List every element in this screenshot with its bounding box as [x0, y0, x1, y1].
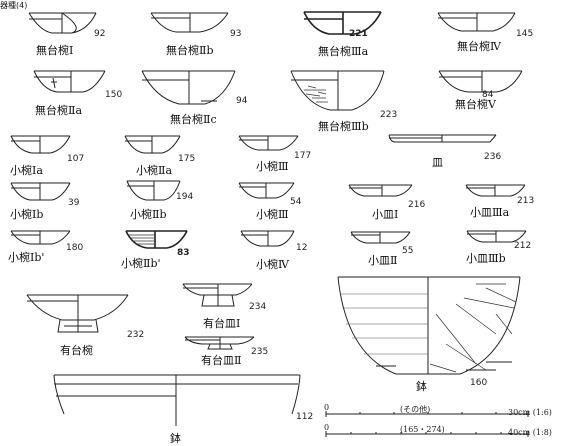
fig-number: 180	[66, 243, 84, 253]
type-label: 小椀Ⅲ	[256, 160, 289, 173]
type-label: 無台椀Ⅱb	[166, 44, 214, 57]
fig-number: 150	[105, 90, 123, 100]
type-label: 小皿Ⅲb	[466, 252, 506, 265]
type-label: 無台椀Ⅰ	[36, 44, 74, 57]
footed-plate-profile-235	[184, 334, 256, 352]
type-label: 小椀Ⅰb	[10, 208, 44, 221]
small-bowl-profile-39	[10, 180, 72, 204]
bowl-profile-84	[438, 68, 524, 96]
large-bowl-profile-112	[52, 372, 302, 430]
fig-number: 55	[402, 246, 414, 256]
fig-number: 54	[290, 197, 302, 207]
type-label: 小椀Ⅳ	[256, 258, 289, 271]
type-label: 有台椀	[60, 344, 93, 357]
scale-end: 30cm (1:6)	[508, 408, 552, 417]
type-label: 皿	[432, 156, 443, 169]
fig-number: 234	[249, 302, 267, 312]
type-label: 無台椀Ⅳ	[457, 40, 501, 53]
large-bowl-profile-160	[336, 274, 522, 386]
fig-number: 84	[482, 90, 494, 100]
type-label: 小皿Ⅱ	[368, 254, 398, 267]
type-label: 小皿Ⅲa	[470, 206, 510, 219]
plate-profile-236	[388, 132, 498, 148]
type-label: 有台皿Ⅱ	[201, 354, 242, 367]
type-label: 無台椀Ⅱc	[170, 113, 217, 126]
type-label: 有台皿Ⅰ	[203, 317, 241, 330]
type-label: 無台椀Ⅱa	[35, 104, 83, 117]
small-plate-profile-212	[466, 228, 528, 246]
type-label: 小皿Ⅰ	[372, 208, 399, 221]
fig-number: 235	[251, 347, 269, 357]
small-bowl-profile-194	[126, 178, 182, 204]
scale-bars	[324, 400, 558, 442]
type-label: 小椀Ⅰb'	[8, 251, 45, 264]
footed-plate-profile-234	[182, 280, 254, 310]
fig-number: 112	[296, 412, 314, 422]
fig-number: 92	[94, 29, 106, 39]
small-bowl-profile-54	[238, 180, 296, 202]
fig-number: 83	[177, 248, 190, 258]
fig-number: 216	[408, 200, 426, 210]
small-bowl-profile-12	[240, 228, 296, 250]
bowl-profile-145	[437, 10, 517, 36]
fig-number: 213	[517, 196, 535, 206]
footed-bowl-profile-232	[26, 292, 130, 336]
fig-number: 221	[349, 29, 368, 39]
fig-number: 232	[127, 330, 145, 340]
type-label: 小椀Ⅰa	[10, 164, 43, 177]
type-label: 小椀Ⅲ	[256, 208, 289, 221]
bowl-profile-223	[290, 68, 386, 114]
small-plate-profile-55	[350, 229, 412, 247]
type-label: 小椀Ⅱb'	[121, 257, 161, 270]
type-label: 無台椀Ⅴ	[455, 98, 496, 111]
fig-number: 93	[230, 29, 242, 39]
fig-number: 160	[470, 378, 488, 388]
type-label: 小椀Ⅱb	[130, 208, 167, 221]
fig-number: 94	[236, 96, 248, 106]
scale-zero: 0	[324, 403, 330, 412]
fig-number: 39	[68, 198, 80, 208]
bowl-profile-94	[141, 68, 237, 108]
scale-label: (165・274)	[400, 425, 445, 434]
bowl-profile-150	[33, 68, 107, 96]
bowl-profile-221	[303, 9, 383, 37]
small-bowl-profile-83	[125, 228, 189, 252]
type-label: 小椀Ⅱa	[136, 164, 173, 177]
bowl-profile-93	[150, 10, 230, 36]
fig-number: 177	[294, 151, 312, 161]
scale-label: (その他)	[400, 405, 431, 414]
fig-number: 236	[484, 152, 502, 162]
type-label: 無台椀Ⅲb	[318, 120, 369, 133]
fig-number: 107	[67, 154, 85, 164]
fig-number: 12	[296, 243, 308, 253]
figure-header: 器種(4)	[0, 1, 28, 10]
small-bowl-profile-180	[10, 228, 72, 248]
type-label: 無台椀Ⅲa	[318, 45, 369, 58]
type-label: 鉢	[170, 432, 181, 445]
small-bowl-profile-175	[124, 133, 182, 157]
fig-number: 145	[516, 29, 534, 39]
small-bowl-profile-177	[238, 133, 300, 153]
fig-number: 175	[178, 154, 196, 164]
fig-number: 194	[176, 192, 194, 202]
small-plate-profile-216	[348, 182, 414, 200]
bowl-profile-92	[28, 10, 98, 36]
fig-number: 223	[380, 110, 398, 120]
scale-zero: 0	[324, 423, 330, 432]
scale-end: 40cm (1:8)	[508, 428, 552, 437]
small-bowl-profile-107	[10, 133, 72, 157]
small-plate-profile-213	[465, 182, 527, 200]
fig-number: 212	[514, 241, 532, 251]
type-label: 鉢	[416, 380, 427, 393]
